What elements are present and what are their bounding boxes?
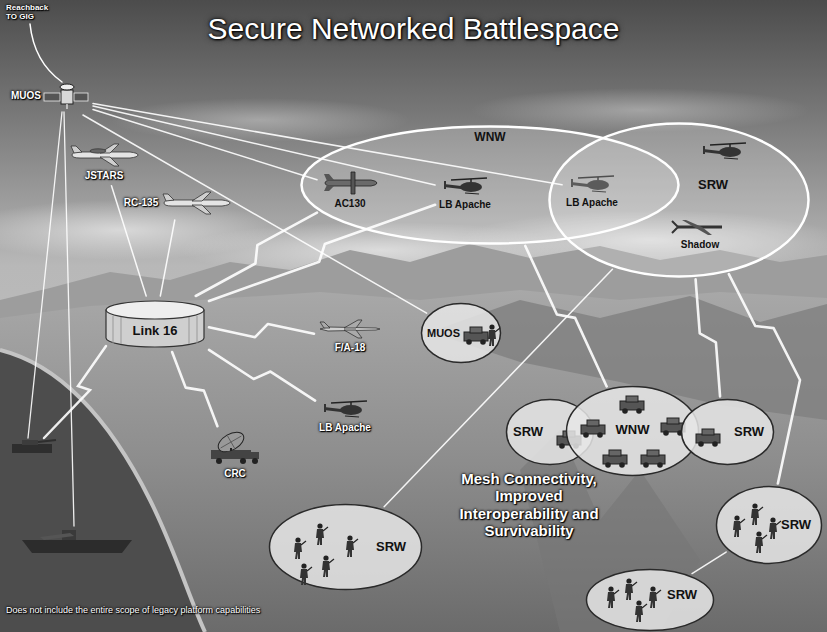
- unit-figures: [696, 429, 720, 447]
- reachback-label-box: Reachback TO GIG: [6, 3, 56, 21]
- footnote-box: Does not include the entire scope of leg…: [6, 605, 426, 615]
- ellipse-shape: [717, 487, 822, 564]
- ocean: [0, 350, 205, 632]
- mesh-callout: Mesh Connectivity, Improved Interoperabi…: [440, 470, 618, 539]
- node-label: SRW: [781, 518, 811, 533]
- node-label: Shadow: [681, 239, 719, 251]
- network-ellipse: SRW: [680, 398, 775, 466]
- unit-figures: [607, 578, 661, 622]
- ellipse-shape: [587, 570, 714, 631]
- ellipse-shape: [550, 124, 809, 277]
- footnote: Does not include the entire scope of leg…: [6, 605, 426, 615]
- radio-link-bolt: [172, 352, 217, 426]
- ground: [0, 290, 827, 632]
- network-ellipse: WNW: [565, 385, 700, 477]
- node-label: Link 16: [133, 324, 178, 339]
- network-ellipse: SRW: [585, 568, 715, 632]
- node-label: CRC: [224, 468, 246, 480]
- ground-vehicle-left: [12, 440, 56, 453]
- shoreline: [0, 350, 205, 632]
- node-label: SRW: [698, 178, 728, 193]
- radar-icon: [207, 430, 263, 466]
- radio-link-line: [160, 220, 174, 296]
- helicopter-icon: LB Apache: [439, 173, 491, 211]
- diagram-title: Secure Networked Battlespace: [0, 12, 827, 47]
- radio-link-bolt: [209, 324, 314, 337]
- radio-link-bolt: [196, 213, 317, 296]
- reachback-label: Reachback TO GIG: [6, 3, 56, 21]
- unit-figures: [581, 396, 685, 468]
- helicopter-icon: [321, 396, 369, 420]
- node-label: LB Apache: [439, 199, 491, 211]
- aircraft-icon: RC-135: [124, 190, 232, 216]
- satellite-icon: MUOS: [11, 81, 89, 111]
- radio-link-bolt: [525, 246, 606, 386]
- node-label: JSTARS: [85, 170, 124, 182]
- ellipse-shape: [270, 505, 422, 590]
- node-label: WNW: [616, 423, 650, 438]
- node-label: AC130: [334, 198, 365, 210]
- aircraft-icon: [318, 318, 382, 340]
- node-label: SRW: [667, 588, 697, 603]
- aircraft-icon: JSTARS: [68, 142, 140, 182]
- uav-icon: [668, 217, 732, 237]
- aircraft-icon: F/A-18: [318, 318, 382, 354]
- radio-link-bolt: [209, 350, 315, 401]
- clouds: [0, 88, 827, 278]
- network-ellipse: MUOS: [420, 302, 502, 364]
- helicopter-icon: [441, 173, 489, 197]
- node-label: LB Apache: [319, 422, 371, 434]
- node-label: SRW: [513, 425, 543, 440]
- unit-figures: [733, 503, 781, 553]
- unit-figures: [703, 143, 746, 159]
- node-label: MUOS: [11, 90, 41, 102]
- node-label: LB Apache: [566, 197, 618, 209]
- mesh-callout-box: Mesh Connectivity, Improved Interoperabi…: [440, 470, 618, 539]
- aircraft-icon: AC130: [321, 170, 379, 210]
- aircraft-icon: [160, 190, 232, 216]
- node-label: WNW: [474, 131, 505, 145]
- radio-link-bolt: [696, 279, 720, 396]
- node-label: MUOS: [427, 327, 460, 340]
- node-label: F/A-18: [335, 342, 366, 354]
- network-ellipse: SRW: [268, 503, 423, 591]
- carrier: [22, 530, 132, 553]
- satellite-icon: [43, 81, 89, 111]
- aircraft-icon: [68, 142, 140, 168]
- node-label: SRW: [376, 540, 406, 555]
- helicopter-icon: LB Apache: [319, 396, 371, 434]
- network-ellipse: SRW: [715, 485, 823, 565]
- radar-icon: CRC: [207, 430, 263, 480]
- unit-figures: [294, 523, 358, 585]
- uav-icon: Shadow: [668, 217, 732, 251]
- radio-link-line: [692, 552, 726, 573]
- ellipse-shape: [422, 304, 501, 363]
- ellipse-shape: [682, 400, 774, 465]
- node-label: RC-135: [124, 197, 158, 209]
- ellipse-shape: [567, 387, 699, 476]
- title-box: Secure Networked Battlespace: [0, 12, 827, 47]
- unit-figures: [464, 324, 500, 346]
- radio-link-line: [93, 109, 317, 179]
- link-cylinder: Link 16: [105, 300, 205, 348]
- node-label: SRW: [734, 425, 764, 440]
- aircraft-icon: [321, 170, 379, 196]
